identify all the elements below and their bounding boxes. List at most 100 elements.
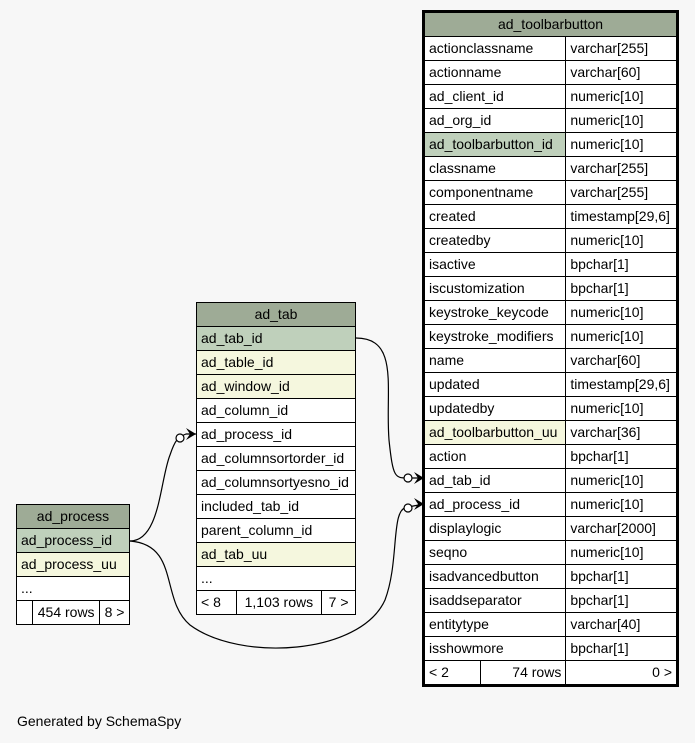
column-name[interactable]: createdby [423,228,567,253]
column-name[interactable]: ... [16,576,130,601]
column-name[interactable]: included_tab_id [196,494,356,519]
footer-children[interactable]: 8 > [99,600,130,625]
footer-row-count[interactable]: 74 rows [479,660,567,685]
column-name[interactable]: ad_toolbarbutton_uu [423,420,567,445]
column-name[interactable]: ad_tab_uu [196,542,356,567]
table-row[interactable]: ad_tab_id [196,326,356,351]
column-type[interactable]: numeric[10] [565,300,677,325]
column-name[interactable]: ad_process_id [423,492,567,517]
table-row[interactable]: ad_columnsortorder_id [196,446,356,471]
table-title[interactable]: ad_process [16,504,130,529]
column-name[interactable]: actionname [423,60,567,85]
column-type[interactable]: numeric[10] [565,132,677,157]
column-name[interactable]: parent_column_id [196,518,356,543]
column-name[interactable]: isadvancedbutton [423,564,567,589]
table-row[interactable]: parent_column_id [196,518,356,543]
column-type[interactable]: numeric[10] [565,228,677,253]
table-row[interactable]: ad_process_id [16,528,130,553]
column-name[interactable]: displaylogic [423,516,567,541]
column-type[interactable]: numeric[10] [565,492,677,517]
column-name[interactable]: ad_process_id [196,422,356,447]
column-type[interactable]: varchar[255] [565,36,677,61]
column-name[interactable]: actionclassname [423,36,567,61]
column-name[interactable]: ad_tab_id [423,468,567,493]
column-name[interactable]: isshowmore [423,636,567,661]
column-type[interactable]: bpchar[1] [565,444,677,469]
column-name[interactable]: componentname [423,180,567,205]
column-name[interactable]: ad_columnsortorder_id [196,446,356,471]
column-name[interactable]: keystroke_keycode [423,300,567,325]
table-row[interactable]: ad_column_id [196,398,356,423]
column-type[interactable]: bpchar[1] [565,276,677,301]
table-row[interactable]: included_tab_id [196,494,356,519]
table-row[interactable]: ... [16,576,130,601]
column-type[interactable]: numeric[10] [565,468,677,493]
table-header-row[interactable]: ad_tab [196,302,356,327]
column-name[interactable]: isaddseparator [423,588,567,613]
column-name[interactable]: ... [196,566,356,591]
table-header-row[interactable]: ad_process [16,504,130,529]
column-name[interactable]: updated [423,372,567,397]
column-name[interactable]: ad_org_id [423,108,567,133]
column-type[interactable]: varchar[60] [565,348,677,373]
footer-children[interactable]: 7 > [321,590,356,615]
column-type[interactable]: varchar[2000] [565,516,677,541]
column-name[interactable]: ad_window_id [196,374,356,399]
column-name[interactable]: classname [423,156,567,181]
column-type[interactable]: varchar[36] [565,420,677,445]
column-type[interactable]: timestamp[29,6] [565,204,677,229]
footer-parents[interactable] [15,600,34,625]
column-type[interactable]: varchar[255] [565,180,677,205]
table-row[interactable]: ad_window_id [196,374,356,399]
column-name[interactable]: iscustomization [423,276,567,301]
column-type[interactable]: varchar[40] [565,612,677,637]
column-name[interactable]: action [423,444,567,469]
column-type[interactable]: numeric[10] [565,540,677,565]
column-type[interactable]: numeric[10] [565,108,677,133]
column-name[interactable]: created [423,204,567,229]
table-title[interactable]: ad_toolbarbutton [424,12,677,37]
footer-parents[interactable]: < 2 [424,660,481,685]
column-name[interactable]: ad_column_id [196,398,356,423]
table-row[interactable]: ad_tab_uu [196,542,356,567]
table-row[interactable]: ad_process_id [196,422,356,447]
column-name[interactable]: ad_process_uu [16,552,130,577]
footer-parents[interactable]: < 8 [196,590,237,615]
table-row[interactable]: ad_columnsortyesno_id [196,470,356,495]
column-type[interactable]: varchar[255] [565,156,677,181]
column-type[interactable]: bpchar[1] [565,252,677,277]
column-type[interactable]: bpchar[1] [565,636,677,661]
table-title[interactable]: ad_tab [196,302,356,327]
column-name[interactable]: keystroke_modifiers [423,324,567,349]
table-row[interactable]: ad_table_id [196,350,356,375]
footer-row-count[interactable]: 1,103 rows [235,590,323,615]
table-header-row[interactable]: ad_toolbarbutton [424,12,677,37]
